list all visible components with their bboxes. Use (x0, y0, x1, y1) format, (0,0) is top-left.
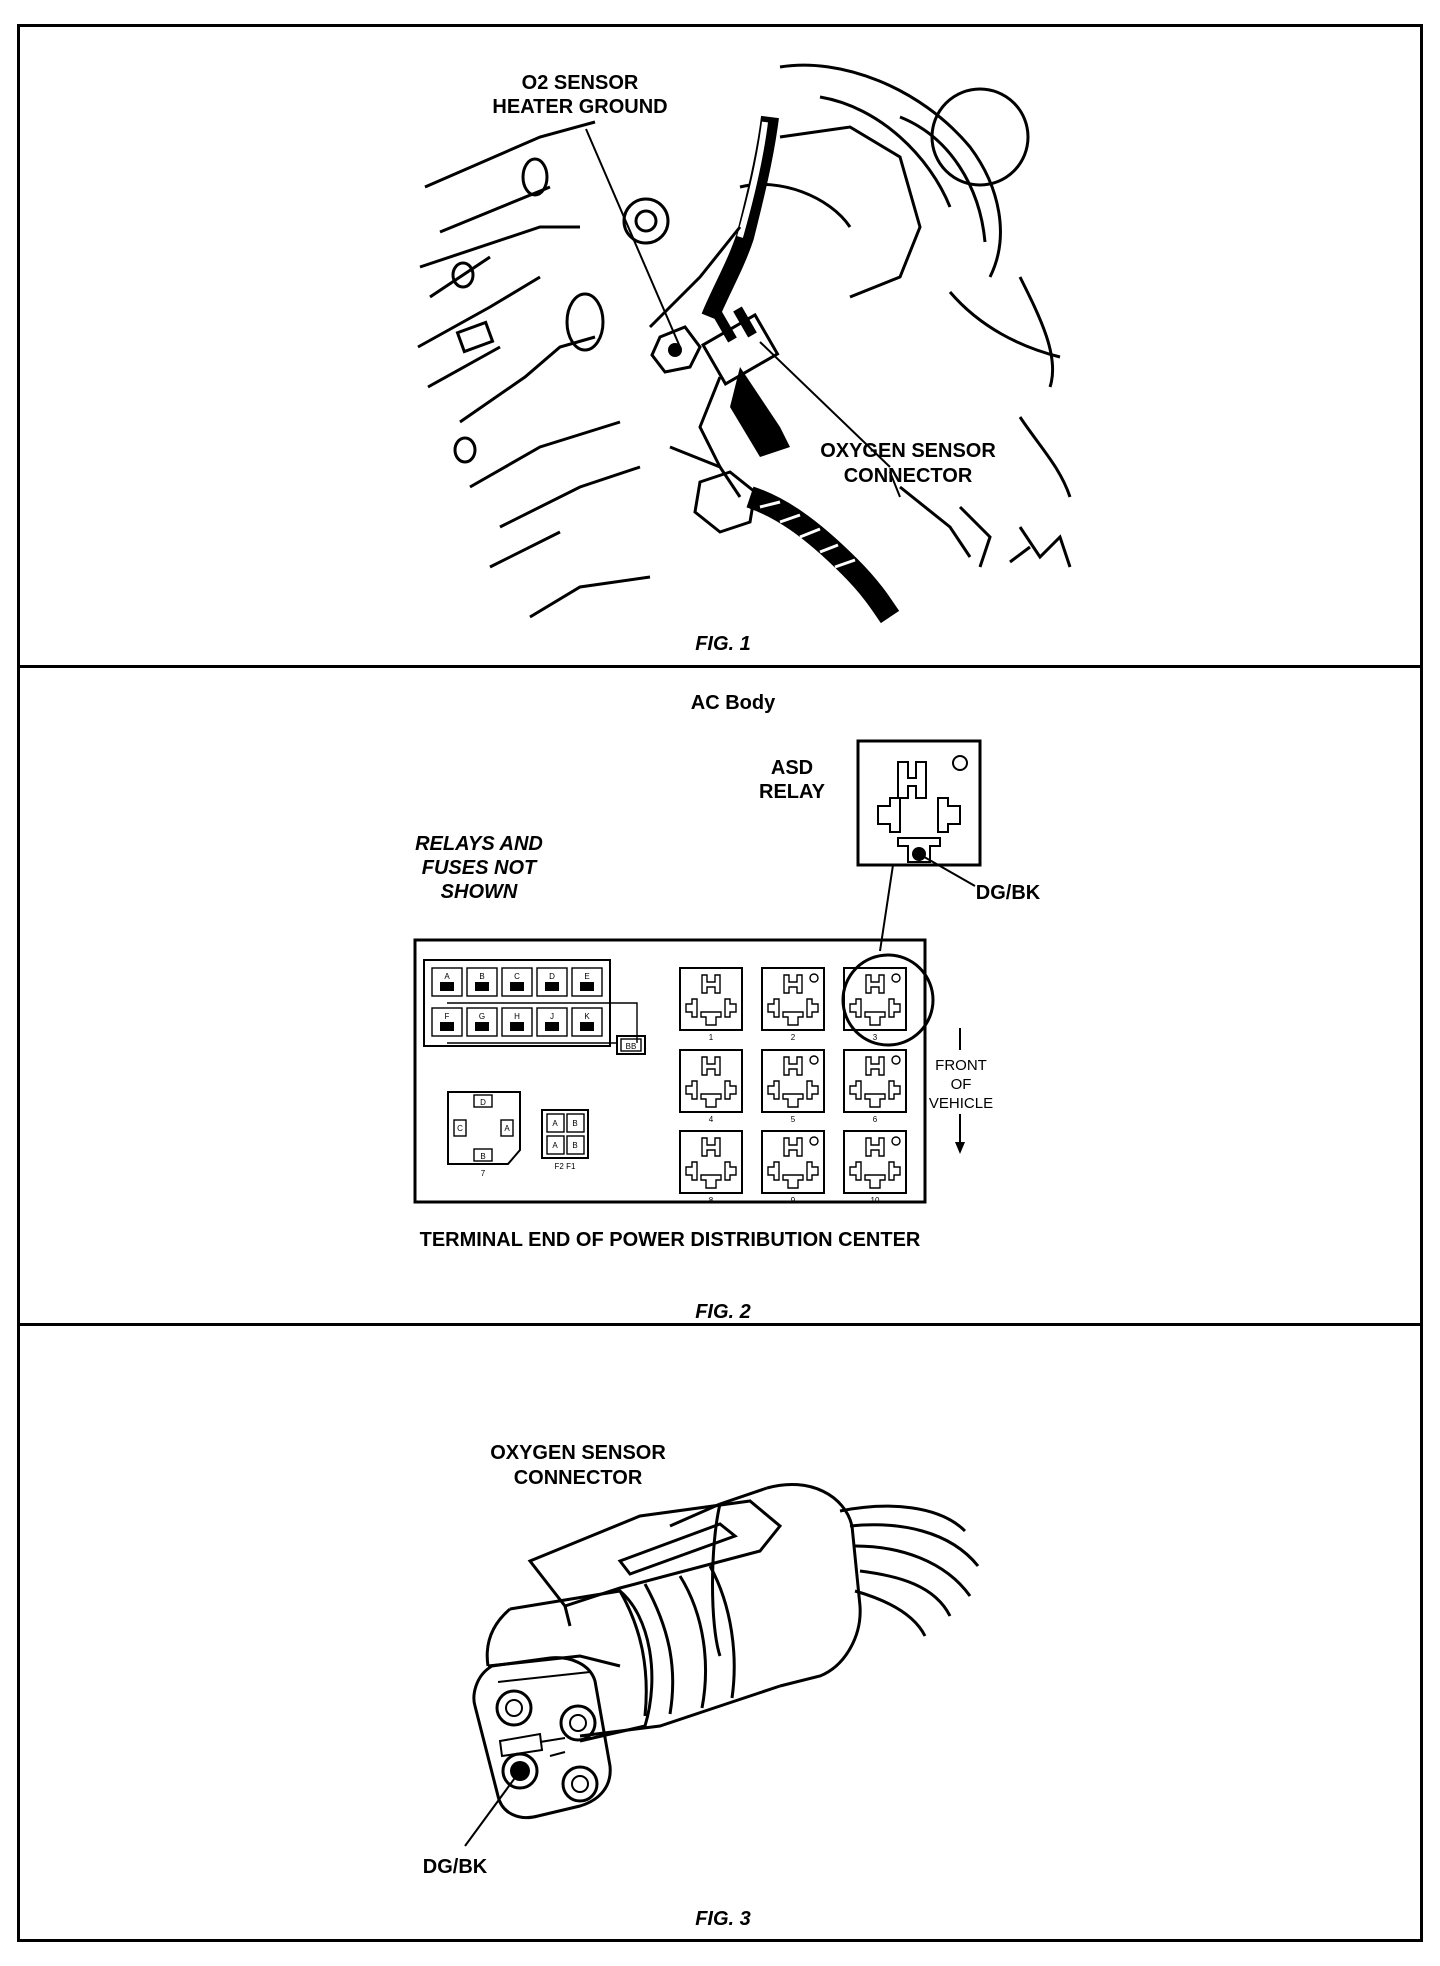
fig3-connector-label-line1: OXYGEN SENSOR (490, 1442, 666, 1464)
fuse-letter: F (445, 1012, 450, 1021)
asd-relay-label-line2: RELAY (759, 781, 826, 803)
fuse-letter: H (514, 1012, 520, 1021)
figure-1-panel: O2 SENSOR HEATER GROUND OXYGEN SENSOR CO… (20, 27, 1420, 668)
fuse-cavity: E (571, 967, 603, 997)
fuse-cavity: G (466, 1007, 498, 1037)
fuse-letter: A (444, 972, 450, 981)
asd-relay-detail (856, 739, 982, 867)
asd-relay-wire-label: DG/BK (976, 882, 1041, 904)
fuse-cavity: K (571, 1007, 603, 1037)
fuse-letter: B (479, 972, 484, 981)
fuse-cavity: A (431, 967, 463, 997)
relay-socket: 6 (843, 1049, 907, 1124)
bb-label: BB (626, 1042, 637, 1051)
asd-relay-highlight-circle (841, 953, 935, 1047)
figure-2-diagram: AC Body ASD RELAY DG/BK RELAYS AND FUSES… (413, 692, 1041, 1323)
relay-number: 6 (873, 1115, 878, 1124)
bb-terminal: BB (616, 1035, 646, 1055)
o2-heater-ground-label-line2: HEATER GROUND (492, 96, 667, 118)
relay-socket: 10 (843, 1130, 907, 1205)
figure-3-caption: FIG. 3 (695, 1908, 751, 1930)
f-block-letter: A (552, 1141, 558, 1150)
relay-socket: 1 (679, 967, 743, 1042)
fig3-connector-label-line2: CONNECTOR (514, 1467, 643, 1489)
asd-relay-label-line1: ASD (771, 757, 813, 779)
socket-7-pin-b: B (480, 1152, 485, 1161)
fuse-letter: E (584, 972, 589, 981)
fuse-cavity: H (501, 1007, 533, 1037)
relay-number: 5 (791, 1115, 796, 1124)
f-block-letter: B (572, 1119, 577, 1128)
fuse-cavity: F (431, 1007, 463, 1037)
front-label-line3: VEHICLE (929, 1095, 993, 1112)
relay-socket: 5 (761, 1049, 825, 1124)
relay-socket: 8 (679, 1130, 743, 1205)
relay-socket: 4 (679, 1049, 743, 1124)
f-fuse-block (541, 1109, 589, 1159)
relay-socket: 9 (761, 1130, 825, 1205)
relay-socket: 3 (843, 967, 907, 1042)
figure-2-caption: FIG. 2 (695, 1301, 751, 1323)
fig3-wire-label: DG/BK (423, 1856, 488, 1878)
relay-number: 2 (791, 1033, 796, 1042)
relay-socket-grid: 1 2 3 4 5 6 8 9 10 (679, 967, 907, 1205)
figure-2-title: AC Body (691, 692, 776, 714)
relay-number: 4 (709, 1115, 714, 1124)
oxygen-sensor-connector-label-line1: OXYGEN SENSOR (820, 440, 996, 462)
o2-heater-ground-label-line1: O2 SENSOR (522, 72, 639, 94)
page-frame: O2 SENSOR HEATER GROUND OXYGEN SENSOR CO… (17, 24, 1423, 1942)
front-label-line1: FRONT (935, 1057, 987, 1074)
relay-number: 1 (709, 1033, 714, 1042)
power-distribution-center (413, 938, 927, 1204)
figure-3-panel: OXYGEN SENSOR CONNECTOR (20, 1326, 1420, 1942)
socket-7-pin-a: A (504, 1124, 510, 1133)
front-label-line2: OF (951, 1076, 972, 1093)
fuse-letter: J (550, 1012, 554, 1021)
socket-7-pin-d: D (480, 1098, 486, 1107)
relay-number: 10 (871, 1196, 880, 1205)
fuse-cavity: C (501, 967, 533, 997)
figure-1-illustration: O2 SENSOR HEATER GROUND OXYGEN SENSOR CO… (417, 63, 1072, 655)
figure-2-panel: AC Body ASD RELAY DG/BK RELAYS AND FUSES… (20, 668, 1420, 1326)
f-block-labels: F2 F1 (555, 1162, 576, 1171)
fuse-cavity: J (536, 1007, 568, 1037)
figure-1-caption: FIG. 1 (695, 633, 751, 655)
socket-7-number: 7 (481, 1169, 486, 1178)
fuse-letter: K (584, 1012, 590, 1021)
relay-number: 3 (873, 1033, 878, 1042)
figure-3-illustration: OXYGEN SENSOR CONNECTOR (423, 1442, 980, 1930)
fuse-letter: D (549, 972, 555, 981)
relay-number: 8 (709, 1196, 714, 1205)
socket-7 (447, 1091, 521, 1165)
socket-7-pin-c: C (457, 1124, 463, 1133)
relay-number: 9 (791, 1196, 796, 1205)
fuse-block: A B C D E F G H J K BB (423, 959, 646, 1055)
note-line3: SHOWN (441, 881, 518, 903)
fuse-cavity: B (466, 967, 498, 997)
fuse-letter: C (514, 972, 520, 981)
f-block-letter: B (572, 1141, 577, 1150)
fuse-cavity: D (536, 967, 568, 997)
fuse-letter: G (479, 1012, 485, 1021)
f-block-letter: A (552, 1119, 558, 1128)
oxygen-sensor-connector-label-line2: CONNECTOR (844, 465, 973, 487)
relay-socket: 2 (761, 967, 825, 1042)
connector-face (472, 1656, 612, 1820)
note-line1: RELAYS AND (415, 833, 543, 855)
pdc-label: TERMINAL END OF POWER DISTRIBUTION CENTE… (420, 1229, 921, 1251)
note-line2: FUSES NOT (422, 857, 538, 879)
